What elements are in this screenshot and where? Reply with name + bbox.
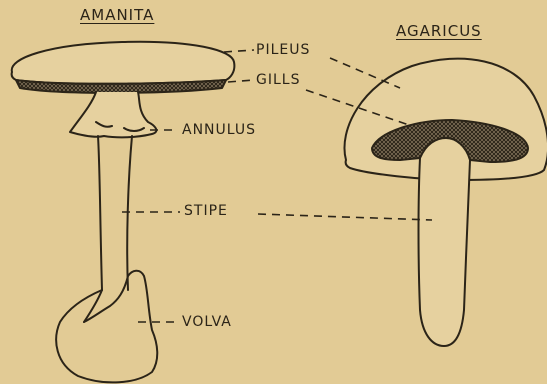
amanita-stipe (98, 136, 132, 290)
label-annulus: ANNULUS (182, 122, 256, 138)
amanita-title: AMANITA (80, 6, 154, 24)
agaricus-stipe (419, 138, 471, 346)
label-volva: VOLVA (182, 314, 232, 330)
agaricus-title: AGARICUS (396, 22, 482, 40)
amanita-pileus (12, 42, 235, 84)
leader-gills-left (228, 80, 254, 82)
agaricus-drawing (344, 59, 547, 346)
label-stipe: STIPE (184, 203, 228, 219)
leader-pileus-left (224, 50, 254, 52)
amanita-annulus (70, 92, 156, 137)
label-pileus: PILEUS (256, 42, 310, 58)
leader-stipe-right (258, 214, 432, 220)
amanita-volva (56, 271, 157, 383)
label-gills: GILLS (256, 72, 300, 88)
